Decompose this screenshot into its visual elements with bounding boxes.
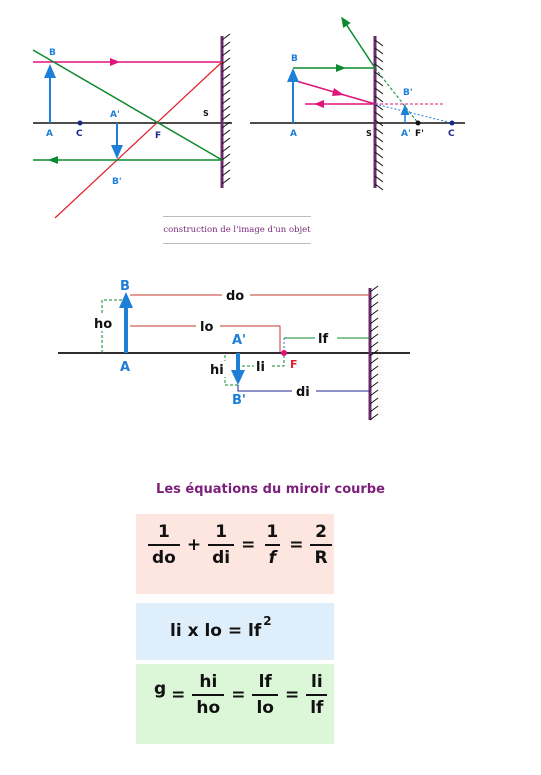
image-arrow-3-head: [231, 370, 245, 385]
equation-box-mirror: 1 do + 1 di = 1 f = 2 R: [136, 514, 334, 594]
label-f-3: F: [290, 358, 298, 371]
frac-hi-ho: hi ho: [192, 672, 225, 718]
label-hi: hi: [210, 363, 224, 378]
ho-bracket: [101, 299, 122, 353]
c-dash: [374, 103, 453, 124]
di-line: [237, 385, 370, 392]
hi-bracket: [224, 353, 238, 386]
mirror-right: [373, 36, 384, 191]
mirror-bottom: [368, 285, 379, 421]
magnification-equation: g = hi ho = lf lo = li lf: [154, 672, 329, 718]
equation-box-newton: li x lo = lf 2: [136, 603, 334, 660]
label-s-2: S: [366, 129, 372, 138]
lo-line: [130, 325, 281, 352]
figure-caption: construction de l'image d'un objet: [163, 216, 311, 244]
li-line: [242, 356, 285, 367]
label-a-prime-2: A': [401, 129, 411, 139]
label-a-prime: A': [110, 110, 120, 120]
label-b-2: B: [291, 54, 298, 64]
ray-to-mirror-arrow: [332, 88, 344, 96]
equations-title: Les équations du miroir courbe: [156, 482, 385, 497]
diagram-distances: do lo lf li di ho hi B A A' B' F: [58, 279, 410, 421]
frac-li-lf: li lf: [306, 672, 328, 718]
label-do: do: [226, 289, 244, 304]
ray-focal-arrow: [48, 156, 58, 164]
frac-1-f: 1 f: [264, 522, 280, 568]
ray-parallel-arrow: [110, 58, 120, 66]
label-b-prime-2: B': [403, 88, 413, 98]
equation-box-magnification: g = hi ho = lf lo = li lf: [136, 664, 334, 744]
frac-lf-lo: lf lo: [252, 672, 278, 718]
focal-point-2: [415, 120, 421, 126]
ray-parallel-2-arrow: [336, 64, 346, 72]
mirror-equation: 1 do + 1 di = 1 f = 2 R: [146, 522, 334, 568]
diagram-left: B A C A' B' F S: [32, 33, 232, 219]
label-b-prime-3: B': [232, 393, 246, 408]
ray-reflected: [54, 61, 223, 219]
diagram-right: B A S B' A' F' C: [250, 16, 465, 191]
label-a-prime-3: A': [232, 333, 246, 348]
label-c: C: [76, 129, 83, 139]
label-lf: lf: [318, 332, 328, 347]
label-a-2: A: [290, 129, 297, 139]
focal-point-3: [281, 350, 287, 356]
ray-diverge: [341, 16, 376, 69]
label-a: A: [46, 129, 53, 139]
label-b: B: [49, 48, 56, 58]
label-li: li: [256, 360, 265, 375]
object-arrow-3-head: [119, 292, 133, 308]
label-di: di: [296, 385, 310, 400]
center-point: [77, 120, 83, 126]
diagram-concave-mirror-construction: B A C A' B' F S B A S B' A' F' C: [32, 16, 465, 219]
ray-return-arrow: [314, 100, 324, 108]
label-a-3: A: [120, 360, 130, 375]
label-f: F: [155, 131, 161, 141]
mirror-left: [220, 33, 231, 188]
label-lo: lo: [200, 320, 213, 335]
ray-virtual-dash: [374, 67, 419, 124]
frac-1-di: 1 di: [208, 522, 235, 568]
ray-focal: [32, 49, 223, 161]
newton-equation: li x lo = lf 2: [170, 614, 272, 641]
label-s: S: [203, 109, 209, 118]
center-point-2: [449, 120, 455, 126]
frac-1-do: 1 do: [148, 522, 180, 568]
label-b-3: B: [120, 279, 130, 294]
label-b-prime: B': [112, 177, 122, 187]
label-ho: ho: [94, 317, 112, 332]
label-f-prime-2: F': [415, 129, 424, 139]
label-c-2: C: [448, 129, 455, 139]
frac-2-r: 2 R: [310, 522, 332, 568]
